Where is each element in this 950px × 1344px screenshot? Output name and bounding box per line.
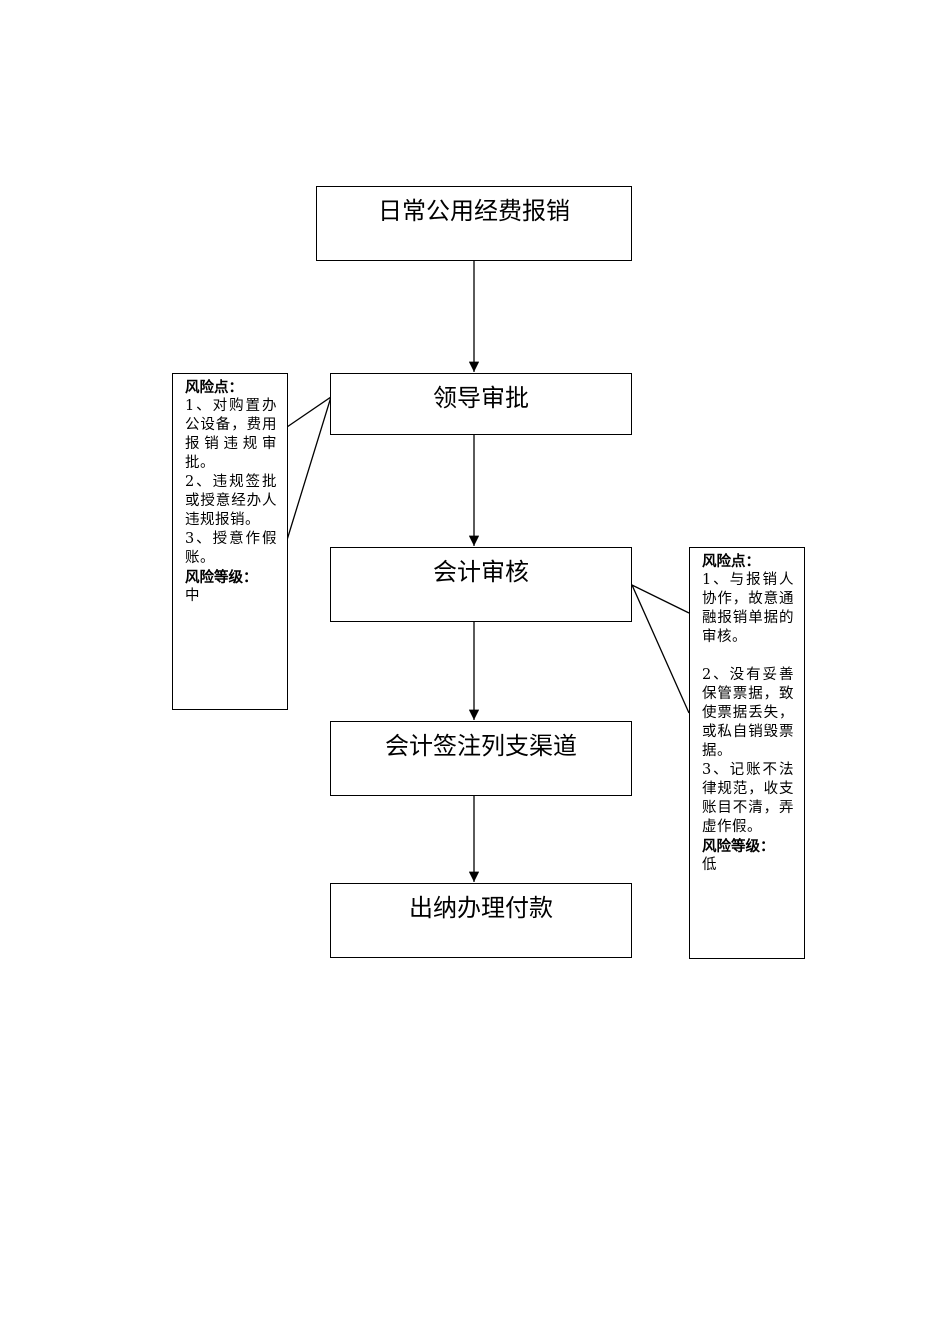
risk-level-value: 中: [185, 588, 200, 604]
step-accounting-review: 会计审核: [330, 547, 632, 622]
step-label: 领导审批: [433, 384, 529, 412]
right-callout-pointer: [630, 583, 690, 714]
step-label: 日常公用经费报销: [378, 197, 570, 225]
step-label: 出纳办理付款: [409, 894, 553, 922]
step-label: 会计审核: [433, 558, 529, 586]
risk-heading: 风险点：: [185, 379, 243, 396]
step-accounting-annotation: 会计签注列支渠道: [330, 721, 632, 796]
step-label: 会计签注列支渠道: [385, 732, 577, 760]
step-leader-approval: 领导审批: [330, 373, 632, 435]
left-risk-callout: 风险点： 1、对购置办公设备，费用报销违规审批。 2、违规签批或授意经办人违规报…: [172, 373, 288, 710]
risk-item: 1、与报销人协作，故意通融报销单据的审核。: [702, 572, 794, 645]
left-callout-pointer: [286, 395, 333, 541]
risk-item: 3、记账不法律规范，收支账目不清，弄虚作假。: [702, 762, 794, 835]
right-risk-callout: 风险点： 1、与报销人协作，故意通融报销单据的审核。 2、没有妥善保管票据，致使…: [689, 547, 805, 959]
risk-level-heading: 风险等级：: [185, 569, 258, 586]
step-daily-expense-reimbursement: 日常公用经费报销: [316, 186, 632, 261]
risk-item: 2、违规签批或授意经办人违规报销。: [185, 474, 277, 528]
risk-level-heading: 风险等级：: [702, 838, 775, 855]
risk-item: 2、没有妥善保管票据，致使票据丢失，或私自销毁票据。: [702, 667, 794, 759]
risk-item: 3、授意作假账。: [185, 531, 277, 566]
spacer: [702, 647, 794, 666]
risk-item: 1、对购置办公设备，费用报销违规审批。: [185, 398, 277, 471]
step-cashier-payment: 出纳办理付款: [330, 883, 632, 958]
risk-heading: 风险点：: [702, 553, 760, 570]
risk-level-value: 低: [702, 857, 717, 873]
